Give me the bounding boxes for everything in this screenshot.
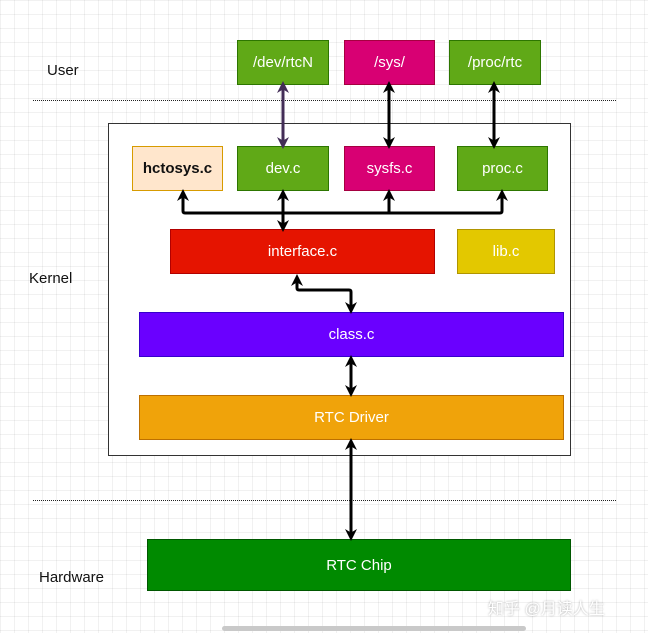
rtc-chip-node[interactable]: RTC Chip xyxy=(147,539,571,591)
layer-label-kernel: Kernel xyxy=(29,270,73,287)
rtc-driver-node[interactable]: RTC Driver xyxy=(139,395,564,440)
watermark: 知乎 @月读人生 xyxy=(488,601,605,618)
class-c-node[interactable]: class.c xyxy=(139,312,564,357)
horizontal-scrollbar[interactable] xyxy=(222,626,526,631)
user-kernel-divider xyxy=(33,100,616,101)
sysfs-c-node[interactable]: sysfs.c xyxy=(344,146,435,191)
interface-c-node[interactable]: interface.c xyxy=(170,229,435,274)
hctosys-node[interactable]: hctosys.c xyxy=(132,146,223,191)
sys-node[interactable]: /sys/ xyxy=(344,40,435,85)
layer-label-user: User xyxy=(47,62,79,79)
dev-rtcn-node[interactable]: /dev/rtcN xyxy=(237,40,329,85)
lib-c-node[interactable]: lib.c xyxy=(457,229,555,274)
kernel-hardware-divider xyxy=(33,500,616,501)
layer-label-hardware: Hardware xyxy=(39,569,105,586)
proc-rtc-node[interactable]: /proc/rtc xyxy=(449,40,541,85)
proc-c-node[interactable]: proc.c xyxy=(457,146,548,191)
dev-c-node[interactable]: dev.c xyxy=(237,146,329,191)
